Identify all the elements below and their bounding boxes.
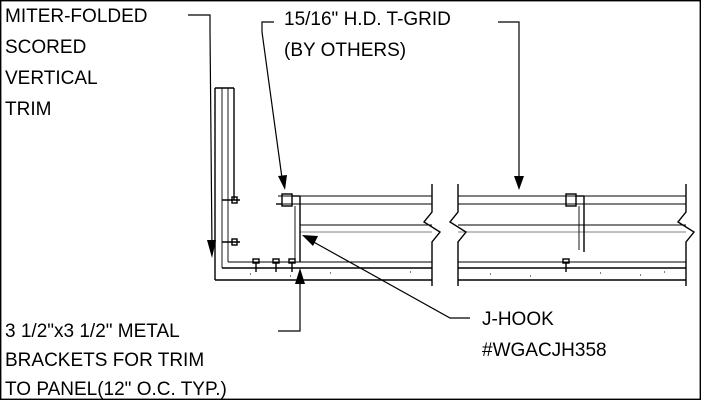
label-brackets-line-3: TO PANEL(12" O.C. TYP.) xyxy=(5,379,227,400)
label-tgrid-line-2: (BY OTHERS) xyxy=(284,40,406,61)
break-lines xyxy=(422,184,696,286)
label-brackets-line-2: BRACKETS FOR TRIM xyxy=(5,350,204,371)
label-tgrid: 15/16" H.D. T-GRID (BY OTHERS) xyxy=(284,9,451,61)
t-grid-lines xyxy=(278,195,686,233)
label-trim-line-3: VERTICAL xyxy=(5,68,98,89)
label-trim-line-4: TRIM xyxy=(5,99,51,120)
label-jhook: J-HOOK #WGACJH358 xyxy=(482,309,607,361)
leader-brackets xyxy=(278,268,305,332)
label-brackets: 3 1/2"x3 1/2" METAL BRACKETS FOR TRIM TO… xyxy=(5,321,227,400)
t-grid-profile xyxy=(565,193,585,252)
label-jhook-line-1: J-HOOK xyxy=(482,309,554,330)
label-trim-line-2: SCORED xyxy=(5,37,86,58)
vertical-trim xyxy=(214,87,240,280)
leader-trim xyxy=(188,14,216,258)
label-trim: MITER-FOLDED SCORED VERTICAL TRIM xyxy=(5,6,148,120)
label-trim-line-1: MITER-FOLDED xyxy=(5,6,148,27)
leader-jhook xyxy=(302,235,470,319)
panel-section xyxy=(215,261,686,281)
label-tgrid-line-1: 15/16" H.D. T-GRID xyxy=(284,9,451,30)
j-hook xyxy=(276,193,301,262)
leader-tgrid-right xyxy=(498,21,524,190)
screws xyxy=(244,258,570,272)
label-jhook-line-2: #WGACJH358 xyxy=(482,340,607,361)
leader-tgrid-left xyxy=(261,21,287,190)
label-brackets-line-1: 3 1/2"x3 1/2" METAL xyxy=(5,321,180,342)
